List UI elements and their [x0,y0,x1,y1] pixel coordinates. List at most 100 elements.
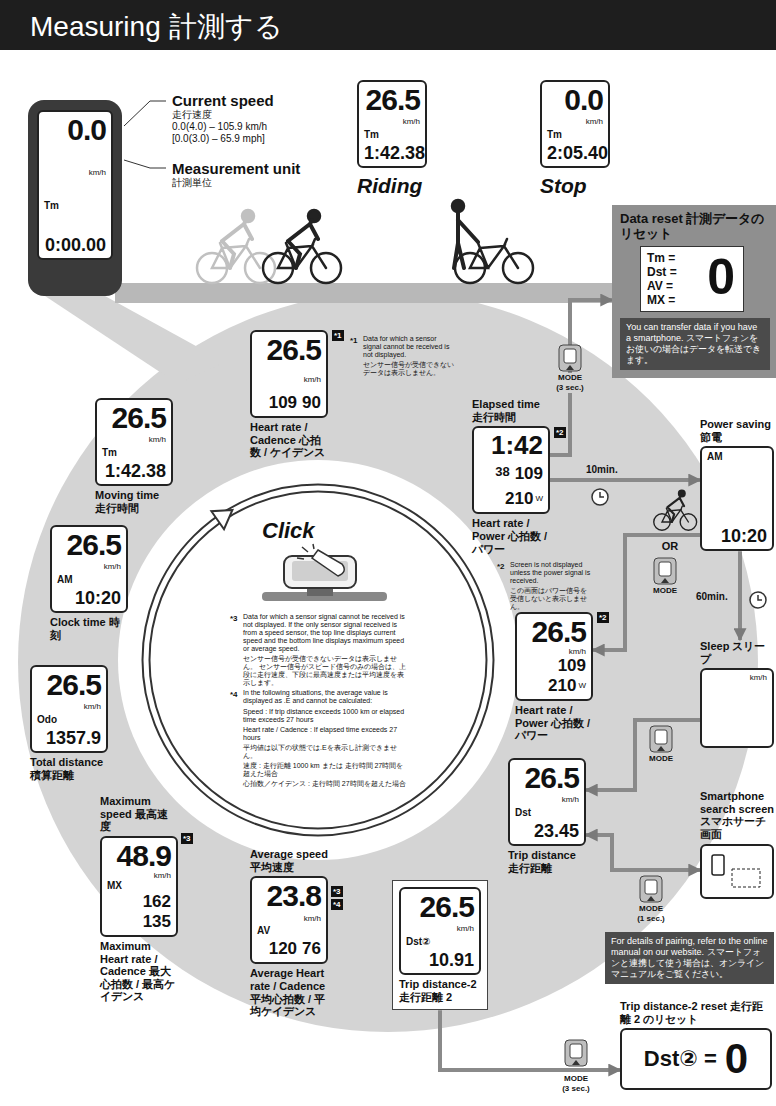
button-body [654,558,676,584]
node-text: Trip distance-2 reset 走行距離 2 のリセット [620,1000,772,1025]
lcd-screen: 26.5km/hDst23.45Trip distance 走行距離 [508,758,586,874]
label-group: MODE(1 sec.) [633,904,669,924]
lcd-screen: 26.5km/hTm1:42.38Riding [357,80,427,198]
node-text: Data reset 計測データのリセット [620,211,768,241]
node-text: km/h [515,795,579,804]
label-text: (1 sec.) [633,914,669,924]
phone-icon [706,849,766,893]
flow-arrow [550,478,700,482]
node-text: AM [707,451,767,463]
node-text: 10:20 [57,588,121,608]
callout-number: *1 [350,336,362,345]
node-text: km/h [37,702,101,711]
button-device [570,1044,582,1058]
lcd-display: 26.5km/hOdo1357.9 [30,665,108,753]
button-body [650,726,672,752]
mode-button-icon [559,345,581,371]
clock-hands [758,595,762,600]
phone-outline [712,855,724,875]
label-text: 0.0(4.0) – 105.9 km/h [172,121,372,133]
mode-button-icon [640,876,662,902]
button-press-arrow [657,746,665,751]
lcd-display: 26.5km/hDst②10.91 [399,887,481,975]
node-text: km/h [102,435,166,444]
reset-panel: Data reset 計測データのリセットTm =Dst =AV =MX =0Y… [612,205,776,378]
callout-number: *2 [597,612,609,623]
node-text: 0.0 [547,85,603,115]
mode-button-icon [654,558,676,584]
lcd-display: 26.5km/hTm1:42.38 [357,80,427,168]
highlight-box: 26.5km/hDst②10.91Trip distance-2 走行距離 2 [392,880,488,1010]
node-text: Sleep スリープ [700,640,774,665]
clock-icon [592,489,608,505]
node-text: 26.5 [37,670,101,700]
node-text: Dst [515,807,579,819]
lcd-display: 0.0 km/hTm 2:05.40 [540,80,610,168]
callout-number: *4 [331,899,343,910]
node-text: km/h [364,117,420,126]
label-text: MODE [550,373,590,383]
lcd-screen: Average speed 平均速度23.8km/hAV12076Average… [250,848,328,1018]
node-text: Total distance 積算距離 [30,756,108,781]
button-device [645,880,657,894]
label-text: (3 sec.) [558,1084,594,1094]
lcd-display: km/h [700,668,774,748]
label-group: Measurement unit計測単位 [172,160,372,189]
note-box: For details of pairing, refer to the onl… [605,932,774,984]
node-text: Tm [547,129,603,141]
button-press-arrow [566,365,574,370]
flow-arrow [550,300,612,455]
label-group: *1 [332,330,344,343]
label-text: Screen is not displayed unless the power… [510,560,592,585]
node-text: 10.91 [406,950,474,970]
flow-arrow [586,835,700,870]
node-text: 26.5 [57,530,121,560]
mode-loop-disk [18,292,758,1032]
node-text: AV [257,925,321,937]
node-text: MX [107,880,171,892]
node-text: Trip distance-2 走行距離 2 [399,978,481,1003]
flow-arrow [738,551,742,640]
node-text: 23.45 [515,821,579,841]
label-text: Measurement unit [172,160,372,177]
label-text: センサー信号が受信できないデータは表示しません。 [363,360,456,377]
label-text: MODE [633,904,669,914]
node-text: Heart rate / Power 心拍数 / パワー [472,517,550,555]
node-text: Dst② [406,936,474,948]
edge-label: 10min. [584,464,620,475]
node-text: 76 [302,939,321,959]
lcd-display: 26.5km/h10990 [250,330,328,418]
lcd-display: 26.5km/hDst23.45 [508,758,586,846]
label-group: MODE(3 sec.) [550,373,590,393]
node-text: Tm [44,200,106,212]
lcd-display: Dst② =0 [620,1028,772,1090]
node-text: Power saving 節電 [700,418,774,443]
callout-number: *2 [497,562,509,571]
lcd-screen: Smartphone search screen スマホサーチ画面 [700,790,774,899]
node-text: Dst② = [644,1046,717,1072]
node-text: 0.0 [44,115,106,145]
label-text: [0.0(3.0) – 65.9 mph] [172,133,372,145]
label-text: MODE [643,754,679,764]
page-title: Measuring 計測する [30,8,283,46]
lcd-display: 1:4238109210W [472,426,550,514]
label-text: (3 sec.) [550,383,590,393]
lcd-display: 48.9km/hMX162135 [100,836,178,937]
button-device [564,349,576,363]
lcd-screen: 26.5km/hOdo1357.9Total distance 積算距離 [30,665,108,781]
node-text: km/h [547,117,603,126]
label-group: Current speed走行速度0.0(4.0) – 105.9 km/h[0… [172,92,372,145]
node-text: Maximum Heart rate / Cadence 最大心拍数 / 最高ケ… [100,940,178,1003]
button-body [640,876,662,902]
clock-hands [600,492,604,497]
label-group: *2Screen is not displayed unless the pow… [497,560,592,612]
node-text: 26.5 [406,892,474,922]
node-text: 210 [505,489,533,509]
label-text: Heart rate / Cadence : If elapsed time e… [243,725,406,742]
node-text: 26.5 [257,335,321,365]
label-text: MODE [647,586,683,596]
node-text: km/h [57,562,121,571]
node-text: 2:05.40 [547,143,603,163]
node-text: Riding [357,174,427,198]
lcd-display: 26.5km/hTm1:42.38 [95,398,173,486]
